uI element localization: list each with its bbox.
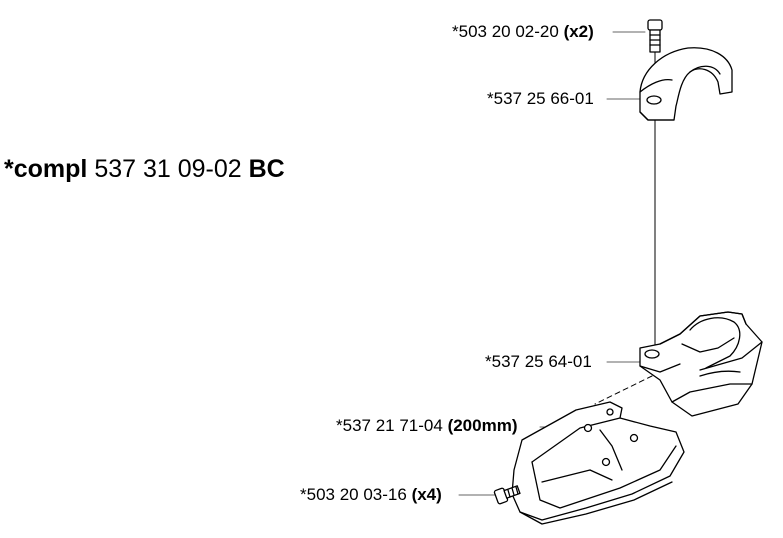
label-holder: *537 25 64-01 bbox=[485, 352, 592, 372]
holder-part bbox=[639, 311, 763, 417]
part-number-guard: *537 21 71-04 bbox=[336, 416, 443, 435]
axis-dashed-holder-guard bbox=[594, 375, 653, 405]
assembly-prefix: *compl bbox=[4, 155, 88, 183]
part-number-screw-top: *503 20 02-20 bbox=[452, 22, 559, 41]
label-guard: *537 21 71-04 (200mm) bbox=[336, 416, 517, 436]
assembly-suffix: BC bbox=[248, 155, 285, 183]
part-number-clamp: *537 25 66-01 bbox=[487, 89, 594, 108]
assembly-label: *compl 537 31 09-02 BC bbox=[4, 154, 285, 184]
part-note-screw-bottom: (x4) bbox=[411, 485, 442, 504]
guard-part bbox=[511, 401, 685, 525]
part-note-guard: (200mm) bbox=[447, 416, 518, 435]
screw-top-part bbox=[647, 19, 663, 53]
label-screw-top: *503 20 02-20 (x2) bbox=[452, 22, 594, 42]
clamp-part bbox=[639, 47, 733, 121]
screw-bottom-part bbox=[493, 485, 521, 505]
part-number-holder: *537 25 64-01 bbox=[485, 352, 592, 371]
assembly-number: 537 31 09-02 bbox=[94, 155, 242, 183]
part-note-screw-top: (x2) bbox=[563, 22, 594, 41]
label-screw-bottom: *503 20 03-16 (x4) bbox=[300, 485, 442, 505]
label-clamp: *537 25 66-01 bbox=[487, 89, 594, 109]
part-number-screw-bottom: *503 20 03-16 bbox=[300, 485, 407, 504]
